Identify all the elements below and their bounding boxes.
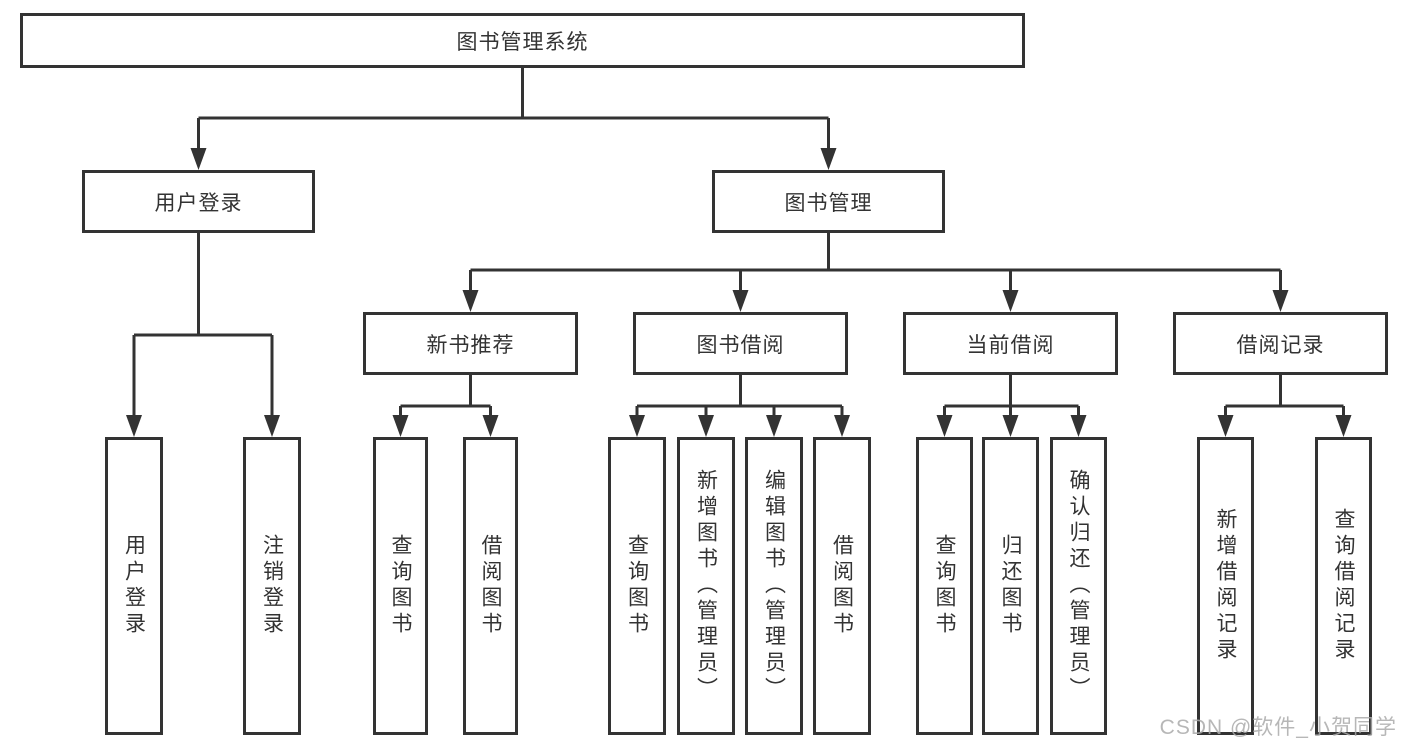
node-label: 图书借阅 [696,333,785,357]
node-label: 编辑图书（管理员） [762,469,786,703]
node-label: 归还图书 [999,534,1023,638]
node-add-books-admin: 新增图书（管理员） [677,437,735,735]
node-borrowing-records: 借阅记录 [1173,312,1388,375]
node-label: 当前借阅 [966,333,1055,357]
node-label: 图书管理系统 [456,30,589,54]
watermark: CSDN @软件_小贺同学 [1159,716,1397,739]
node-label: 新增图书（管理员） [694,469,718,703]
node-book-management: 图书管理 [712,170,945,233]
node-label: 借阅图书 [830,534,854,638]
node-label: 用户登录 [122,534,146,638]
node-label: 查询图书 [625,534,649,638]
node-query-books-recommend: 查询图书 [373,437,428,735]
node-label: 图书管理 [784,191,873,215]
node-logout-leaf: 注销登录 [243,437,301,735]
node-new-book-recommendation: 新书推荐 [363,312,578,375]
node-return-books: 归还图书 [982,437,1039,735]
node-label: 确认归还（管理员） [1067,469,1091,703]
node-label: 用户登录 [154,191,243,215]
node-label: 查询图书 [933,534,957,638]
node-label: 注销登录 [260,534,284,638]
node-book-borrowing: 图书借阅 [633,312,848,375]
node-label: 新书推荐 [426,333,515,357]
node-query-books-current: 查询图书 [916,437,973,735]
arrowhead-icons [126,148,1352,437]
node-edit-books-admin: 编辑图书（管理员） [745,437,803,735]
node-label: 新增借阅记录 [1214,508,1238,664]
node-confirm-return-admin: 确认归还（管理员） [1050,437,1107,735]
node-add-borrow-record: 新增借阅记录 [1197,437,1254,735]
node-borrow-books-recommend: 借阅图书 [463,437,518,735]
node-label: 借阅图书 [479,534,503,638]
node-borrow-books-leaf: 借阅图书 [813,437,871,735]
node-label: 借阅记录 [1236,333,1325,357]
node-user-login-leaf: 用户登录 [105,437,163,735]
node-user-login: 用户登录 [82,170,315,233]
node-label: 查询图书 [389,534,413,638]
node-query-borrow-record: 查询借阅记录 [1315,437,1372,735]
node-library-management-system: 图书管理系统 [20,13,1025,68]
node-query-books-borrowing: 查询图书 [608,437,666,735]
node-current-borrowing: 当前借阅 [903,312,1118,375]
node-label: 查询借阅记录 [1332,508,1356,664]
